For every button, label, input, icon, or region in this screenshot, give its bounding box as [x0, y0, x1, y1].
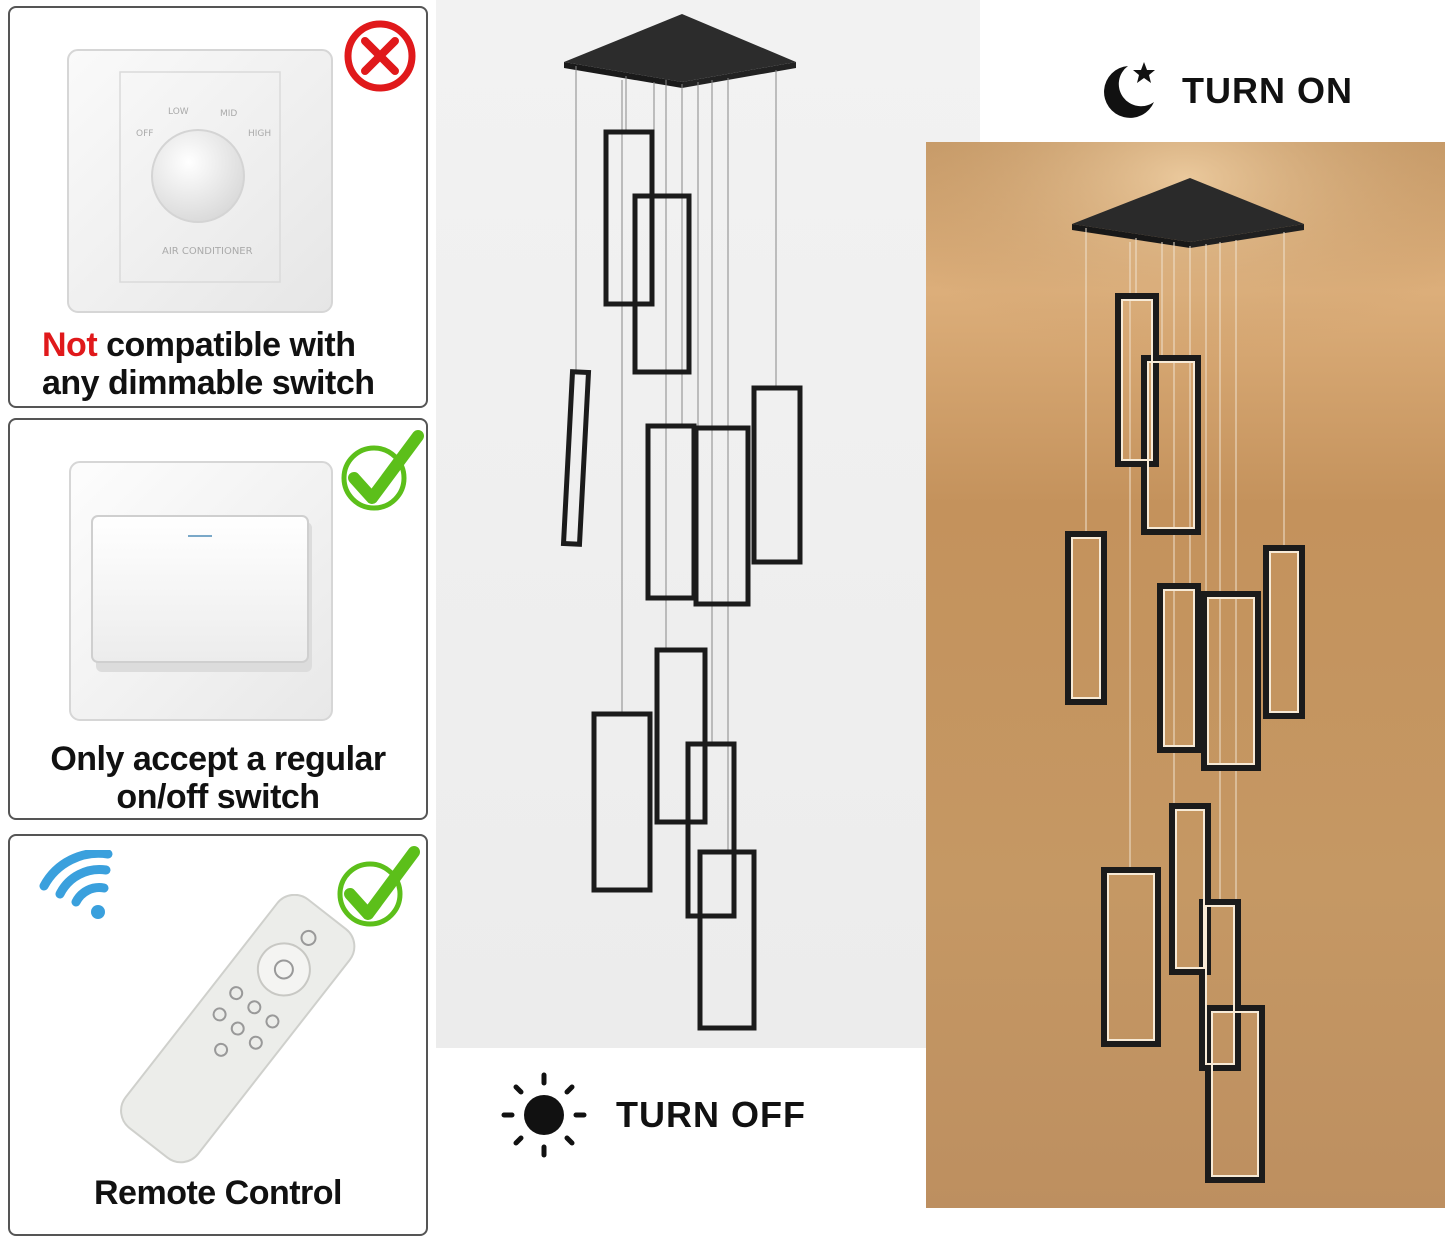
red-cross-icon	[344, 20, 416, 92]
turn-on-label: TURN ON	[1182, 70, 1353, 111]
dial-label-bottom: AIR CONDITIONER	[162, 246, 253, 257]
caption-line2: on/off switch	[116, 778, 320, 816]
remote-caption: Remote Control	[94, 1174, 343, 1212]
lamp-on-photo	[926, 142, 1445, 1208]
dial-label-low: LOW	[168, 107, 189, 117]
lamp-on-drawing	[926, 142, 1445, 1183]
rocker-switch-illustration	[69, 461, 333, 721]
dimmer-switch-illustration: OFF LOW MID HIGH AIR CONDITIONER	[67, 49, 333, 313]
green-check-icon	[341, 430, 424, 511]
turn-off-label-row: TURN OFF	[500, 1072, 806, 1158]
turn-on-label-row: TURN ON	[1094, 56, 1353, 126]
caption-not-word: Not	[42, 326, 98, 364]
remote-control-illustration	[120, 894, 356, 1164]
dial-label-high: HIGH	[248, 129, 271, 139]
green-check-icon	[337, 846, 420, 927]
caption-line1-rest: compatible with	[97, 326, 356, 364]
regular-caption: Only accept a regular on/off switch	[10, 740, 426, 816]
lamp-off-drawing	[560, 14, 803, 1031]
moon-star-icon	[1104, 62, 1155, 118]
caption-line2: any dimmable switch	[42, 364, 375, 402]
turn-off-label: TURN OFF	[616, 1094, 806, 1135]
sun-icon	[501, 1072, 587, 1158]
remote-control-panel: Remote Control	[8, 834, 428, 1236]
dial-label-off: OFF	[136, 129, 153, 139]
dial-label-mid: MID	[220, 109, 237, 119]
regular-switch-panel: Only accept a regular on/off switch	[8, 418, 428, 820]
dimmer-switch-panel: OFF LOW MID HIGH AIR CONDITIONER Not com…	[8, 6, 428, 408]
dimmer-caption: Not compatible with any dimmable switch	[10, 326, 426, 402]
lamp-off-photo	[436, 0, 980, 1048]
wifi-signal-icon	[39, 850, 113, 919]
caption-line1: Only accept a regular	[50, 740, 386, 778]
